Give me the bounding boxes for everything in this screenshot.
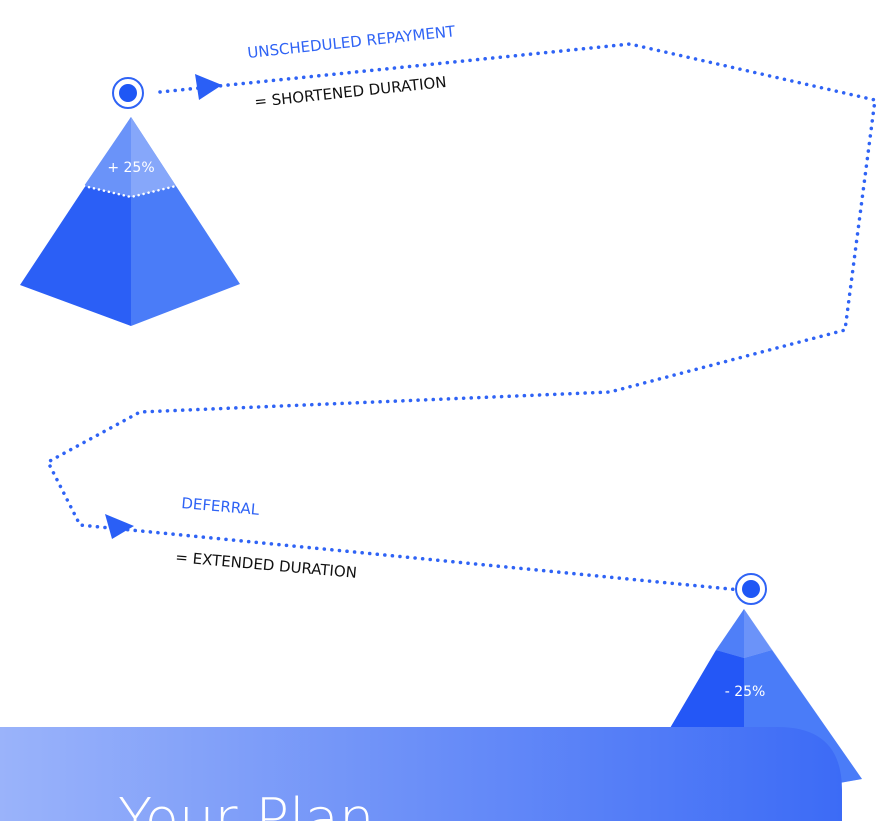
deferral-title-label: DEFERRAL	[181, 494, 261, 519]
plan-panel: Your Plan	[0, 727, 842, 821]
pyramid-bottom-percent: - 25%	[725, 684, 766, 700]
pyramid-top: + 25%	[20, 117, 240, 326]
pyramid-top-percent: + 25%	[107, 160, 154, 176]
start-node	[112, 77, 144, 109]
deferral-effect-label: = EXTENDED DURATION	[175, 548, 358, 582]
arrowhead-bottom	[105, 514, 134, 539]
plan-panel-title: Your Plan	[118, 787, 374, 821]
end-node	[735, 573, 767, 605]
dotted-path	[46, 42, 877, 592]
repayment-title-label: UNSCHEDULED REPAYMENT	[247, 22, 457, 62]
repayment-effect-label: = SHORTENED DURATION	[254, 73, 448, 111]
arrowhead-top	[195, 74, 222, 100]
